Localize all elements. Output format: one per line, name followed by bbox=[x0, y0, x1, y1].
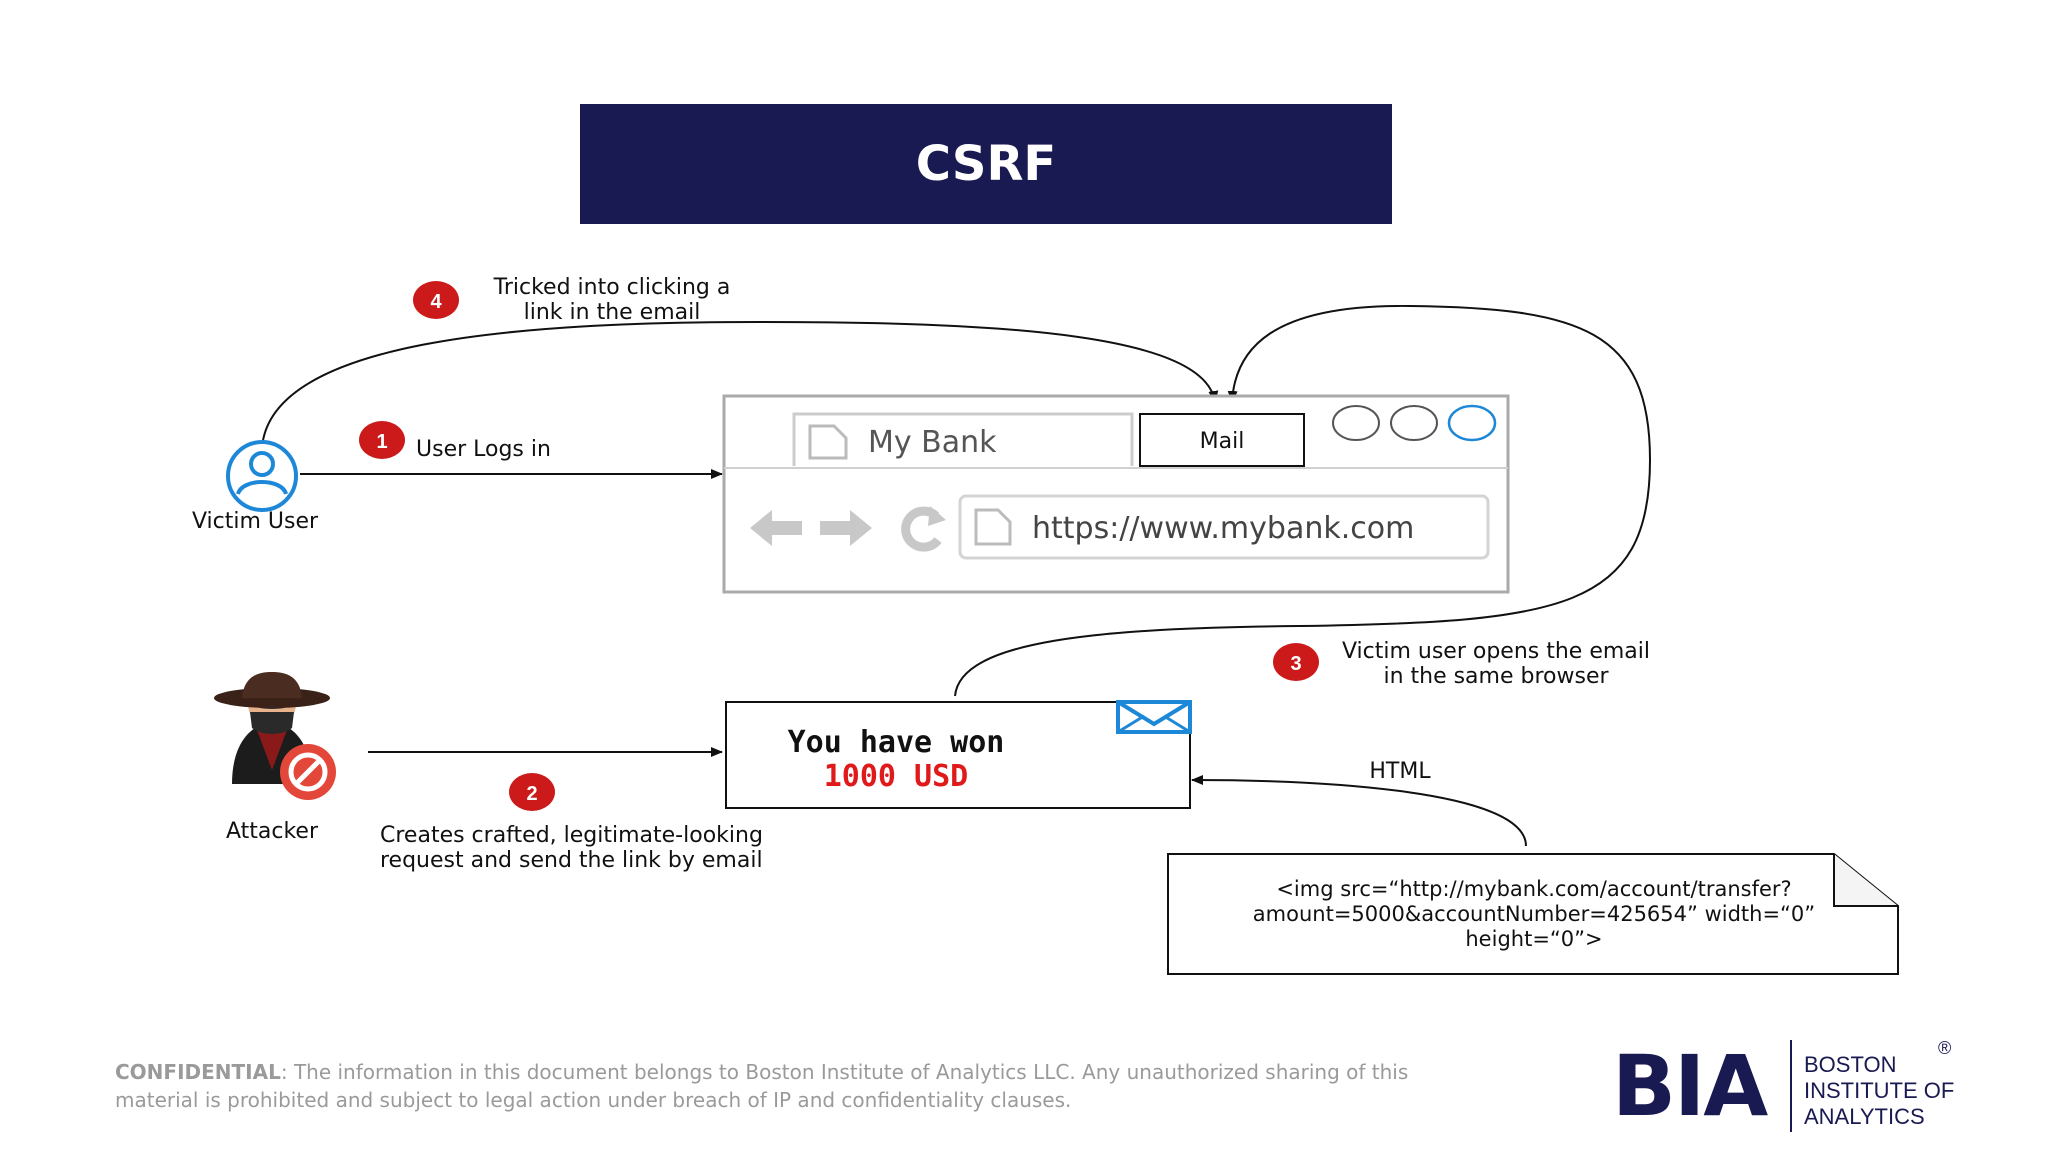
forward-arrow-icon bbox=[820, 510, 872, 546]
attacker-label: Attacker bbox=[226, 819, 319, 844]
step-3-text-line1: Victim user opens the email bbox=[1342, 639, 1650, 664]
code-note: <img src=“http://mybank.com/account/tran… bbox=[1167, 853, 1899, 975]
step-4-number: 4 bbox=[430, 291, 442, 313]
arrow-step4-curve bbox=[261, 320, 1219, 449]
phishing-email: You have won 1000 USD bbox=[725, 700, 1192, 809]
step-4-badge bbox=[413, 281, 459, 319]
logo-line-2: INSTITUTE OF bbox=[1804, 1078, 1955, 1103]
window-button-3 bbox=[1447, 404, 1497, 442]
email-headline: You have won bbox=[788, 725, 1005, 760]
title-banner: CSRF bbox=[580, 104, 1392, 224]
confidential-footer: CONFIDENTIAL: The information in this do… bbox=[115, 1058, 1415, 1114]
step-2-badge bbox=[509, 773, 555, 811]
footer-line-1: : The information in this document belon… bbox=[280, 1060, 1409, 1084]
code-line-2: amount=5000&accountNumber=425654” width=… bbox=[1253, 902, 1815, 926]
logo-line-3: ANALYTICS bbox=[1804, 1104, 1925, 1129]
user-icon bbox=[226, 440, 298, 512]
step-2-number: 2 bbox=[526, 783, 537, 805]
step-2-text-line1: Creates crafted, legitimate-looking bbox=[380, 823, 763, 848]
step-1-badge bbox=[359, 421, 405, 459]
mail-tab-label: Mail bbox=[1200, 429, 1245, 454]
bia-logo: BIA BOSTON INSTITUTE OF ANALYTICS ® bbox=[1612, 1037, 1962, 1140]
logo-mark: BIA bbox=[1612, 1037, 1768, 1135]
envelope-icon bbox=[1116, 700, 1192, 734]
html-label: HTML bbox=[1369, 759, 1431, 784]
attacker-icon bbox=[214, 672, 336, 800]
arrow-html-to-email bbox=[1191, 775, 1527, 847]
registered-mark: ® bbox=[1938, 1038, 1952, 1058]
step-1-text: User Logs in bbox=[416, 437, 551, 462]
window-button-2 bbox=[1390, 405, 1438, 441]
browser-window: My Bank Mail https://www.mybank.com bbox=[722, 394, 1510, 594]
back-arrow-icon bbox=[750, 510, 802, 546]
footer-line-2: material is prohibited and subject to le… bbox=[115, 1088, 1072, 1112]
victim-user-label: Victim User bbox=[192, 509, 319, 534]
logo-line-1: BOSTON bbox=[1804, 1052, 1897, 1077]
step-3-number: 3 bbox=[1290, 653, 1301, 675]
step-4-text-line2: link in the email bbox=[524, 300, 701, 325]
arrow-email-to-mail bbox=[954, 304, 1652, 697]
slide-title: CSRF bbox=[915, 136, 1057, 192]
email-amount: 1000 USD bbox=[824, 759, 969, 794]
url-bar bbox=[958, 494, 1490, 560]
url-text: https://www.mybank.com bbox=[1032, 511, 1414, 546]
step-3-text-line2: in the same browser bbox=[1383, 664, 1609, 689]
step-4-text-line1: Tricked into clicking a bbox=[493, 275, 731, 300]
step-3-badge bbox=[1273, 643, 1319, 681]
footer-label: CONFIDENTIAL bbox=[115, 1060, 281, 1084]
tab-page-icon bbox=[808, 424, 848, 460]
step-2-text-line2: request and send the link by email bbox=[380, 848, 763, 873]
code-line-1: <img src=“http://mybank.com/account/tran… bbox=[1276, 877, 1791, 901]
url-page-icon bbox=[974, 508, 1012, 546]
browser-tab-title: My Bank bbox=[868, 425, 997, 460]
step-1-number: 1 bbox=[376, 431, 387, 453]
mail-tab bbox=[1139, 413, 1305, 467]
code-line-3: height=“0”> bbox=[1465, 927, 1602, 951]
window-button-1 bbox=[1332, 405, 1380, 441]
logo-divider bbox=[1790, 1040, 1792, 1132]
refresh-icon bbox=[901, 506, 946, 552]
